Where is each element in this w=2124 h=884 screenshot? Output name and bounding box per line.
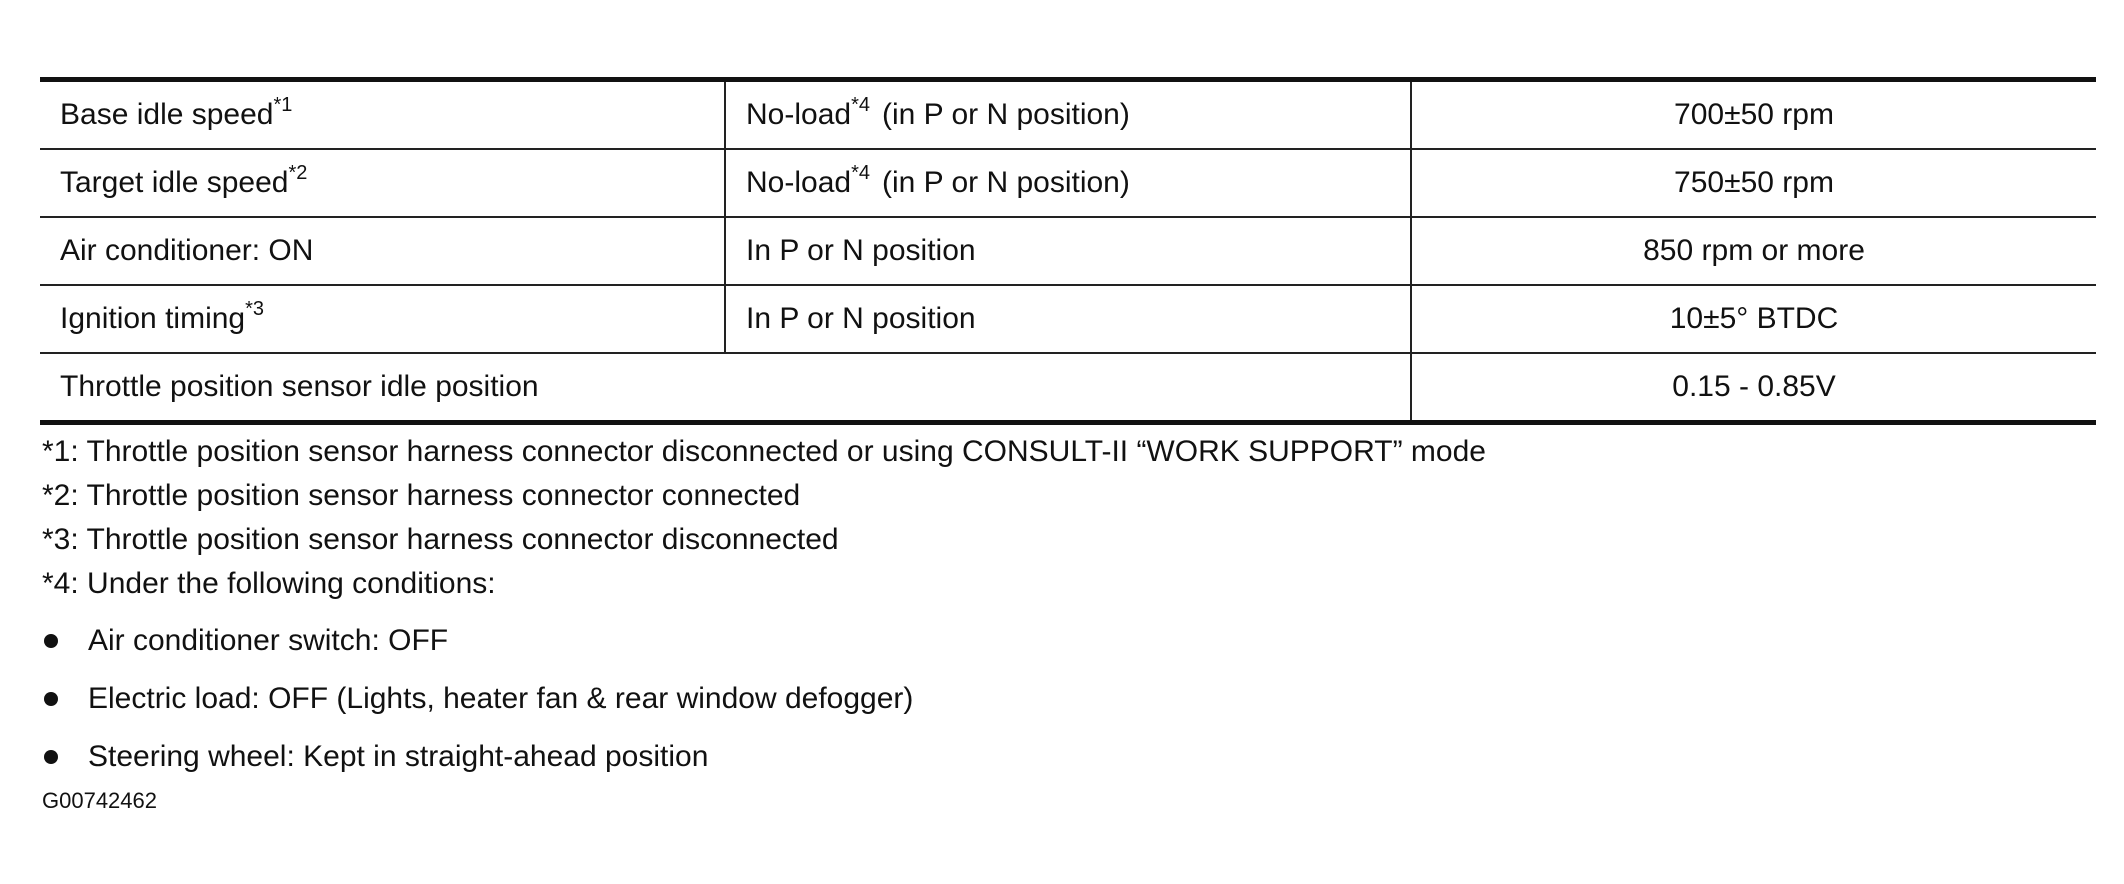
row-label: Base idle speed*1	[40, 79, 726, 149]
footnote-ref: *3	[245, 298, 265, 320]
list-item: Electric load: OFF (Lights, heater fan &…	[42, 670, 913, 728]
row-condition: No-load*4(in P or N position)	[725, 148, 1412, 217]
list-item: Steering wheel: Kept in straight-ahead p…	[42, 728, 913, 786]
figure-id: G00742462	[42, 788, 157, 813]
condition-list: Air conditioner switch: OFF Electric loa…	[42, 612, 913, 786]
footnote-2: *2: Throttle position sensor harness con…	[42, 479, 801, 512]
bullet-icon	[44, 692, 58, 706]
row-value: 0.15 - 0.85V	[1411, 352, 2096, 423]
bullet-icon	[44, 634, 58, 648]
footnote-ref: *4	[851, 162, 870, 184]
table-row-throttle-sensor: Throttle position sensor idle position 0…	[40, 352, 2096, 423]
row-label: Throttle position sensor idle position	[40, 352, 1412, 423]
row-label: Air conditioner: ON	[40, 216, 726, 285]
footnote-ref: *1	[273, 94, 293, 116]
idle-speed-spec-table: Base idle speed*1 No-load*4(in P or N po…	[40, 77, 2096, 425]
footnote-ref: *2	[288, 162, 308, 184]
table-row-air-conditioner: Air conditioner: ON In P or N position 8…	[40, 216, 2096, 285]
table-row-target-idle: Target idle speed*2 No-load*4(in P or N …	[40, 148, 2096, 217]
row-value: 750±50 rpm	[1411, 148, 2096, 217]
row-condition: In P or N position	[725, 216, 1412, 285]
row-value: 850 rpm or more	[1411, 216, 2096, 285]
footnote-3: *3: Throttle position sensor harness con…	[42, 523, 839, 556]
row-value: 700±50 rpm	[1674, 98, 1834, 131]
row-value: 10±5° BTDC	[1411, 284, 2096, 353]
footnote-ref: *4	[851, 94, 870, 116]
table-row-base-idle: Base idle speed*1 No-load*4(in P or N po…	[40, 79, 2096, 149]
footnote-1: *1: Throttle position sensor harness con…	[42, 435, 1486, 468]
row-label: Target idle speed*2	[40, 148, 726, 217]
bullet-icon	[44, 750, 58, 764]
row-condition: No-load*4(in P or N position)	[725, 79, 1412, 149]
row-condition: In P or N position	[725, 284, 1412, 353]
footnotes: *1: Throttle position sensor harness con…	[42, 430, 1486, 606]
footnote-4: *4: Under the following conditions:	[42, 567, 496, 600]
list-item: Air conditioner switch: OFF	[42, 612, 913, 670]
table-row-ignition-timing: Ignition timing*3 In P or N position 10±…	[40, 284, 2096, 353]
row-label: Ignition timing*3	[40, 284, 726, 353]
